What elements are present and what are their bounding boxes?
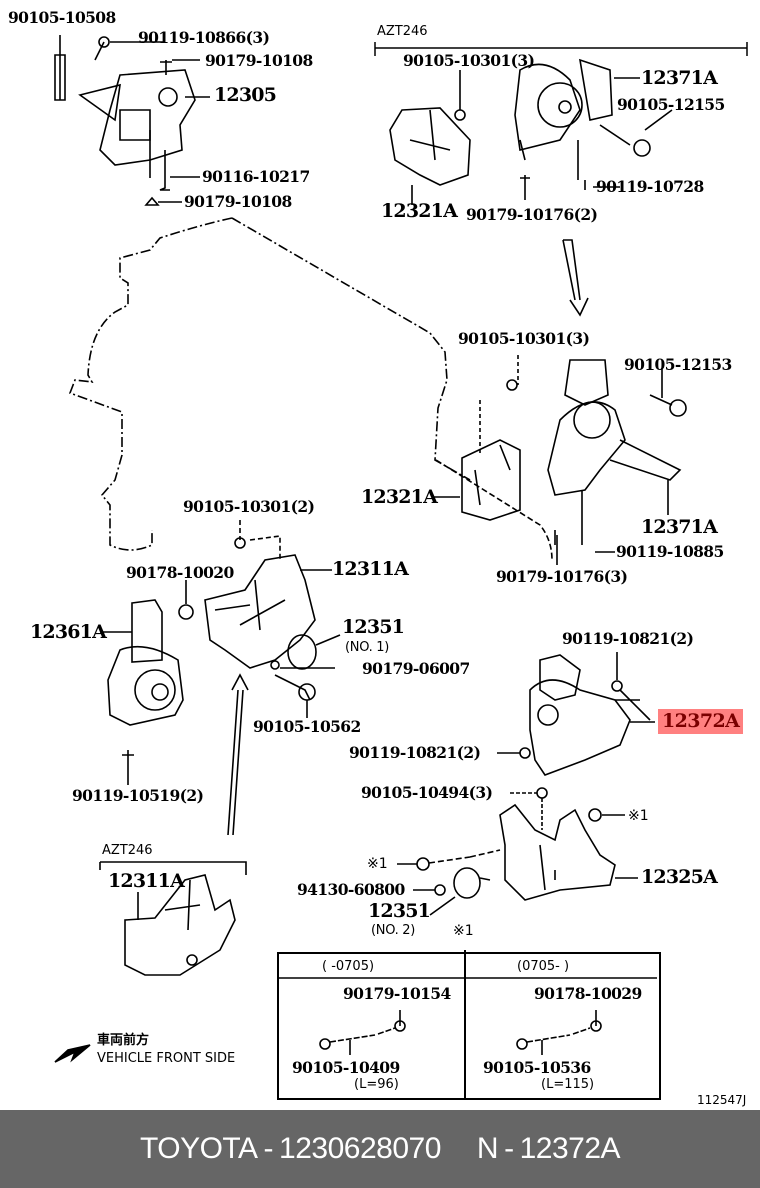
footer-sep-2: - [504, 1132, 514, 1165]
label-12311A-a: 12311A [332, 558, 409, 580]
label-90179-10176-2: 90179-10176(2) [466, 205, 598, 224]
note-mark-b: ※1 [367, 856, 388, 872]
illustration-id: 112547J [697, 1093, 747, 1107]
direction-label-jp: 車両前方 [97, 1033, 150, 1048]
label-90116-10217: 90116-10217 [202, 167, 310, 186]
note-mark-a: ※1 [628, 808, 649, 824]
label-12371A-b: 12371A [641, 516, 718, 538]
direction-label-en: VEHICLE FRONT SIDE [97, 1051, 236, 1066]
variant-label-bottom: AZT246 [102, 843, 153, 858]
mount-12372A [497, 652, 655, 776]
label-12351-no1-note: (NO. 1) [345, 640, 390, 655]
diagram-linework [54, 35, 748, 1098]
table-parts [278, 950, 657, 1098]
footer-part-number: 1230628070 [279, 1132, 441, 1165]
mount-azt246-rear [389, 58, 673, 317]
label-90105-12155: 90105-12155 [617, 95, 725, 114]
label-12372A-highlighted[interactable]: 12372A [658, 709, 744, 734]
mount-12361A [100, 599, 184, 785]
label-90119-10821-a: 90119-10821(2) [562, 629, 694, 648]
label-90105-10494: 90105-10494(3) [361, 783, 493, 802]
mount-12305 [54, 35, 210, 206]
note-mark-c: ※1 [453, 923, 474, 939]
label-90179-10176-3: 90179-10176(3) [496, 567, 628, 586]
label-12361A: 12361A [30, 621, 107, 643]
variant-label-top: AZT246 [377, 24, 428, 39]
label-12321A-b: 12321A [361, 486, 438, 508]
footer-ref-prefix: N [476, 1132, 499, 1165]
table-col2-length: (L=115) [541, 1077, 595, 1092]
label-90105-10562: 90105-10562 [253, 717, 361, 736]
label-90179-10108-b: 90179-10108 [184, 192, 292, 211]
parts-diagram: 90105-10508 90119-10866(3) 90179-10108 1… [8, 8, 748, 1107]
table-col2-header: (0705- ) [517, 959, 570, 974]
label-90105-10301-3a: 90105-10301(3) [403, 51, 535, 70]
label-12351-no2-note: (NO. 2) [371, 923, 416, 938]
footer-brand: TOYOTA [139, 1132, 258, 1165]
note-table [277, 952, 661, 1100]
label-90119-10728: 90119-10728 [596, 177, 704, 196]
label-90119-10885: 90119-10885 [616, 542, 724, 561]
bracket-12325A [397, 787, 638, 916]
label-12325A: 12325A [641, 866, 718, 888]
bracket-12311A-azt246 [54, 861, 247, 1063]
label-90105-10508: 90105-10508 [8, 8, 116, 27]
label-12351-no1: 12351 [342, 616, 405, 638]
engine-outline [68, 217, 471, 551]
mount-12371A [432, 355, 687, 565]
table-col2-nut: 90178-10029 [534, 984, 642, 1003]
footer-ref-code: 12372A [519, 1132, 621, 1165]
table-col1-length: (L=96) [354, 1077, 399, 1092]
footer-sep-1: - [263, 1132, 274, 1165]
footer-bar: TOYOTA - 1230628070 N - 12372A [0, 1110, 760, 1188]
label-94130-60800: 94130-60800 [297, 880, 405, 899]
label-90119-10866: 90119-10866(3) [138, 28, 270, 47]
table-col1-nut: 90179-10154 [343, 984, 451, 1003]
label-90105-10301-3b: 90105-10301(3) [458, 329, 590, 348]
label-12371A-a: 12371A [641, 67, 718, 89]
label-12351-no2: 12351 [368, 900, 431, 922]
label-90179-06007: 90179-06007 [362, 659, 470, 678]
label-90105-10301-2: 90105-10301(2) [183, 497, 315, 516]
label-90178-10020: 90178-10020 [126, 563, 234, 582]
label-12305: 12305 [214, 84, 277, 106]
label-12311A-b: 12311A [108, 870, 185, 892]
table-col1-bolt: 90105-10409 [292, 1058, 400, 1077]
label-12321A-a: 12321A [381, 200, 458, 222]
label-90119-10821-b: 90119-10821(2) [349, 743, 481, 762]
bracket-12311A [178, 520, 341, 836]
label-90179-10108-a: 90179-10108 [205, 51, 313, 70]
table-col2-bolt: 90105-10536 [483, 1058, 591, 1077]
label-90105-12153: 90105-12153 [624, 355, 732, 374]
label-90119-10519: 90119-10519(2) [72, 786, 204, 805]
table-col1-header: ( -0705) [322, 959, 375, 974]
